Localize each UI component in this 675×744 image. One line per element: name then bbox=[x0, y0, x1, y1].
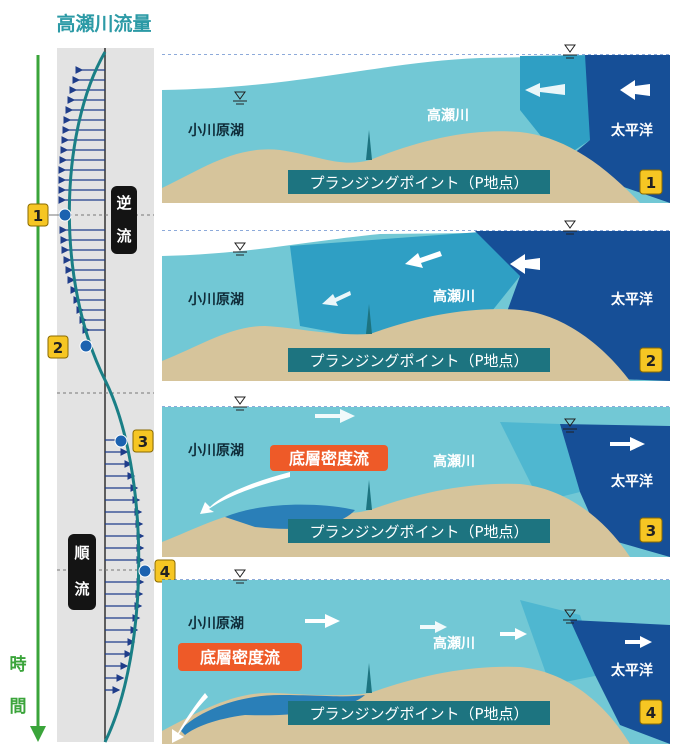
density-flow-badge bbox=[178, 643, 302, 671]
water-level-marker-lake bbox=[233, 91, 247, 105]
plunging-band bbox=[288, 170, 550, 194]
flow-arrow-2 bbox=[620, 80, 650, 100]
water-level-marker-lake bbox=[233, 569, 247, 584]
flow-arrow-3 bbox=[322, 291, 351, 306]
svg-text:1: 1 bbox=[33, 207, 43, 225]
water-level-marker-lake bbox=[233, 396, 247, 411]
density-flow-badge bbox=[270, 445, 388, 471]
plunging-spike bbox=[366, 480, 372, 510]
density-flow-label: 底層密度流 bbox=[200, 648, 280, 667]
svg-text:順: 順 bbox=[73, 544, 90, 562]
time-label-2: 間 bbox=[10, 697, 27, 717]
flow-arrow-3 bbox=[500, 628, 527, 640]
panel-number-badge bbox=[639, 699, 663, 725]
flow-arrow-1 bbox=[405, 251, 442, 268]
svg-text:4: 4 bbox=[160, 563, 170, 581]
flow-arrow-1 bbox=[525, 83, 565, 97]
lake-label: 小川原湖 bbox=[188, 443, 244, 459]
lake-label: 小川原湖 bbox=[188, 616, 244, 632]
flow-arrow-1 bbox=[315, 409, 355, 423]
ocean-label: 太平洋 bbox=[611, 662, 653, 679]
ocean-label: 太平洋 bbox=[611, 122, 653, 139]
forward-flow-badge: 順 流 bbox=[68, 534, 96, 610]
panel-number-badge bbox=[639, 169, 663, 195]
panel-number-badge bbox=[639, 517, 663, 543]
density-flow-arrow bbox=[172, 693, 208, 743]
water-level-marker-sea bbox=[563, 609, 577, 624]
time-label-1: 時 bbox=[10, 654, 27, 675]
density-flow-label: 底層密度流 bbox=[289, 449, 369, 468]
svg-text:2: 2 bbox=[53, 339, 63, 357]
svg-text:流: 流 bbox=[74, 580, 89, 598]
plunging-point-label: プランジングポイント（P地点） bbox=[309, 352, 528, 370]
river-water bbox=[500, 422, 580, 502]
stage-marker-3: 3 bbox=[114, 429, 154, 453]
forward-flow-arrows bbox=[105, 436, 145, 694]
panel-4: 底層密度流 プランジングポイント（P地点） 小川原湖 高瀬川 太平洋 4 bbox=[162, 569, 670, 744]
panel-number-badge bbox=[639, 347, 663, 373]
river-label: 高瀬川 bbox=[433, 635, 475, 652]
reverse-flow-badge: 逆 流 bbox=[111, 186, 137, 254]
page-title: 高瀬川流量 bbox=[56, 12, 151, 35]
plunging-band bbox=[288, 519, 550, 543]
flow-arrow-2 bbox=[510, 254, 540, 274]
svg-text:流: 流 bbox=[116, 227, 131, 245]
river-label: 高瀬川 bbox=[433, 453, 475, 470]
lake-label: 小川原湖 bbox=[188, 123, 244, 139]
water-level-marker-sea bbox=[563, 220, 577, 235]
flow-arrow-2 bbox=[610, 437, 645, 451]
water-level-marker-sea bbox=[563, 418, 577, 433]
panel-2: プランジングポイント（P地点） 小川原湖 高瀬川 太平洋 2 bbox=[162, 220, 670, 381]
river-water bbox=[520, 55, 590, 160]
plunging-band bbox=[288, 701, 550, 725]
stage-marker-4: 4 bbox=[138, 559, 176, 583]
flow-arrow-2 bbox=[420, 621, 447, 633]
plunging-spike bbox=[366, 663, 372, 693]
plunging-point-label: プランジングポイント（P地点） bbox=[309, 523, 528, 541]
panel-number: 1 bbox=[646, 174, 656, 192]
river-label: 高瀬川 bbox=[427, 107, 469, 124]
plunging-spike bbox=[366, 130, 372, 160]
plunging-point-label: プランジングポイント（P地点） bbox=[309, 705, 528, 723]
ocean-label: 太平洋 bbox=[611, 473, 653, 490]
flow-arrow-4 bbox=[625, 636, 652, 648]
panel-1: プランジングポイント（P地点） 小川原湖 高瀬川 太平洋 1 bbox=[162, 44, 670, 203]
panel-number: 2 bbox=[646, 352, 656, 370]
panel-number: 4 bbox=[646, 704, 656, 722]
stage-marker-2: 2 bbox=[47, 335, 93, 359]
plunging-spike bbox=[366, 304, 372, 334]
lake-label: 小川原湖 bbox=[188, 292, 244, 308]
density-flow-arrow bbox=[200, 472, 290, 514]
plunging-point-label: プランジングポイント（P地点） bbox=[309, 174, 528, 192]
svg-text:逆: 逆 bbox=[116, 194, 131, 212]
plunging-band bbox=[288, 348, 550, 372]
flow-arrow-1 bbox=[305, 614, 340, 628]
flow-curve bbox=[67, 51, 141, 743]
stage-marker-1: 1 bbox=[27, 203, 72, 227]
panel-number: 3 bbox=[646, 522, 656, 540]
time-arrow-head bbox=[30, 726, 46, 742]
river-label: 高瀬川 bbox=[433, 288, 475, 305]
water-level-marker-lake bbox=[233, 242, 247, 256]
panel-3: 底層密度流 プランジングポイント（P地点） 小川原湖 高瀬川 太平洋 3 bbox=[162, 396, 670, 557]
water-level-marker-sea bbox=[563, 44, 577, 59]
ocean-label: 太平洋 bbox=[611, 291, 653, 308]
svg-text:3: 3 bbox=[138, 433, 148, 451]
